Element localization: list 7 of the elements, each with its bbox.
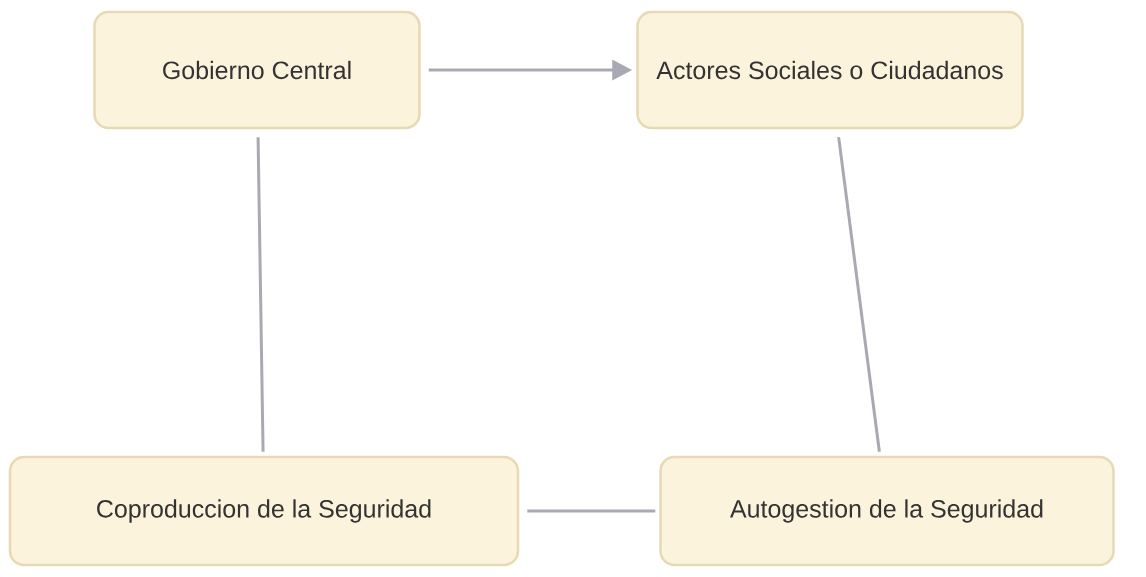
- connector: [256, 137, 265, 452]
- process-box: Autogestion de la Seguridad: [659, 455, 1115, 567]
- process-box: Coproduccion de la Seguridad: [8, 455, 520, 567]
- process-box: Actores Sociales o Ciudadanos: [636, 10, 1024, 130]
- process-box: Gobierno Central: [93, 10, 421, 130]
- connector: [837, 137, 881, 452]
- connector: [527, 509, 656, 513]
